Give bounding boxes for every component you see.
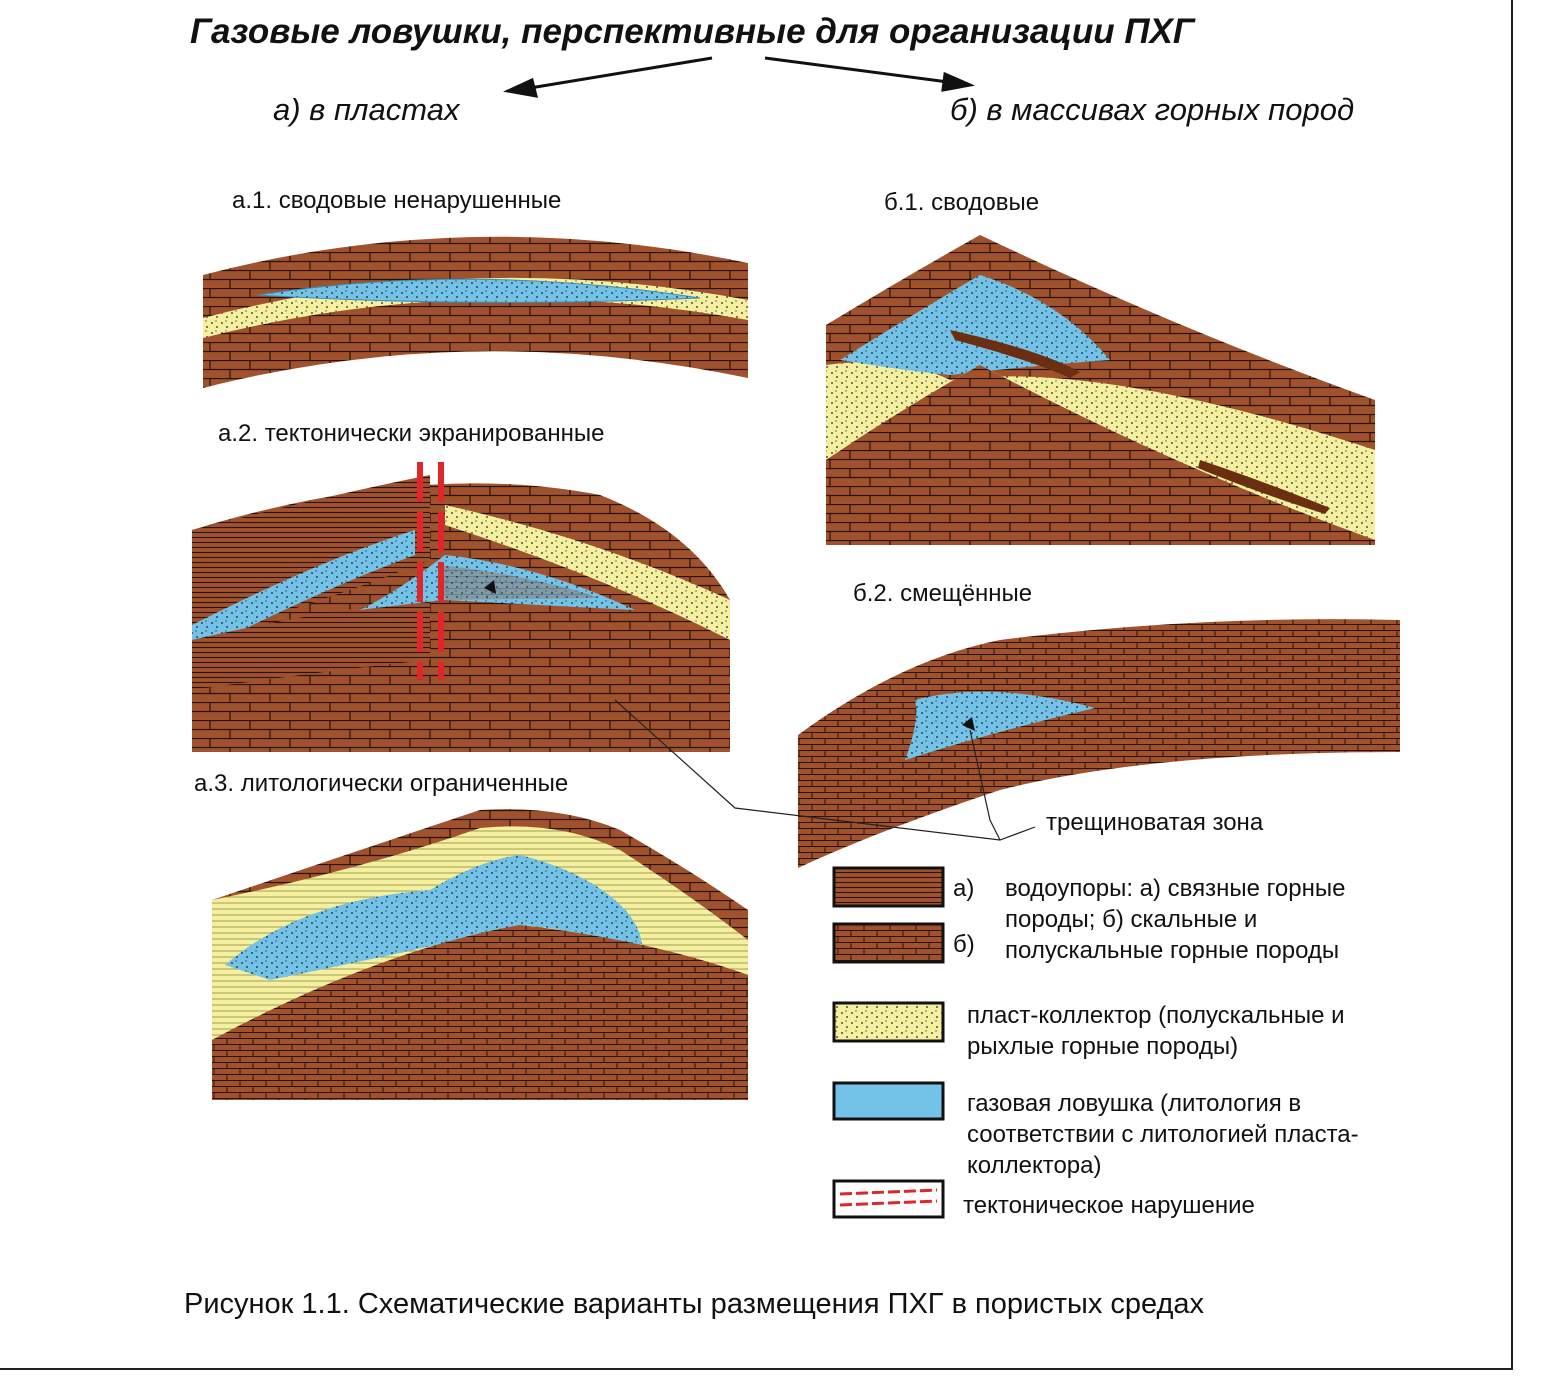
- branch-label-a: а) в пластах: [273, 92, 460, 127]
- gas-trap-a1: [257, 278, 701, 303]
- gas-trap-a3: [225, 855, 643, 980]
- legend-gas-trap-line1: газовая ловушка (литология в: [967, 1090, 1302, 1117]
- legend-swatch-aquitard-b: [832, 922, 945, 964]
- legend-swatch-aquitard-a: [832, 866, 945, 908]
- fractured-zone-label: трещиноватая зона: [1046, 809, 1264, 836]
- legend-swatches: [832, 866, 945, 1219]
- gas-trap-b1: [840, 275, 1110, 375]
- legend-gas-trap-line2: соответствии с литологией пласта-: [967, 1121, 1359, 1148]
- panel-b2-section: [798, 619, 1400, 868]
- branch-arrows: [503, 56, 976, 98]
- legend-aquitard-b-mark: б): [953, 931, 975, 958]
- legend-swatch-fault: [832, 1179, 945, 1219]
- panel-a1-label: а.1. сводовые ненарушенные: [232, 187, 562, 214]
- gas-trap-b2: [905, 691, 1095, 760]
- panel-a1-section: [203, 236, 748, 388]
- panel-b2-label: б.2. смещённые: [853, 580, 1033, 607]
- figure-frame: [0, 0, 1513, 1370]
- legend-swatch-reservoir: [832, 1001, 945, 1043]
- legend-reservoir-line2: рыхлые горные породы): [967, 1033, 1239, 1060]
- panel-a2-section: [192, 462, 730, 752]
- page-title: Газовые ловушки, перспективные для орган…: [190, 12, 1195, 51]
- fracture-leader-lines: [614, 699, 1036, 841]
- panel-a3-label: а.3. литологически ограниченные: [194, 770, 569, 797]
- panel-b1-label: б.1. сводовые: [884, 189, 1040, 216]
- legend-fault-label: тектоническое нарушение: [963, 1192, 1255, 1219]
- panel-a2-label: а.2. тектонически экранированные: [218, 420, 605, 447]
- legend-reservoir-line1: пласт-коллектор (полускальные и: [967, 1002, 1345, 1029]
- panel-b1-section: [826, 235, 1375, 545]
- legend-swatch-gas-trap: [832, 1081, 945, 1121]
- legend-aquitard-a-mark: а): [953, 875, 975, 902]
- legend-gas-trap-line3: коллектора): [967, 1152, 1102, 1179]
- legend-aquitard-line1: водоупоры: а) связные горные: [1005, 875, 1346, 902]
- figure-caption: Рисунок 1.1. Схематические варианты разм…: [184, 1288, 1205, 1320]
- legend-aquitard-line3: полускальные горные породы: [1005, 937, 1340, 964]
- branch-label-b: б) в массивах горных пород: [950, 92, 1355, 127]
- panel-a3-section: [212, 809, 748, 1100]
- fault-line: [417, 462, 444, 680]
- legend-aquitard-line2: породы; б) скальные и: [1005, 906, 1258, 933]
